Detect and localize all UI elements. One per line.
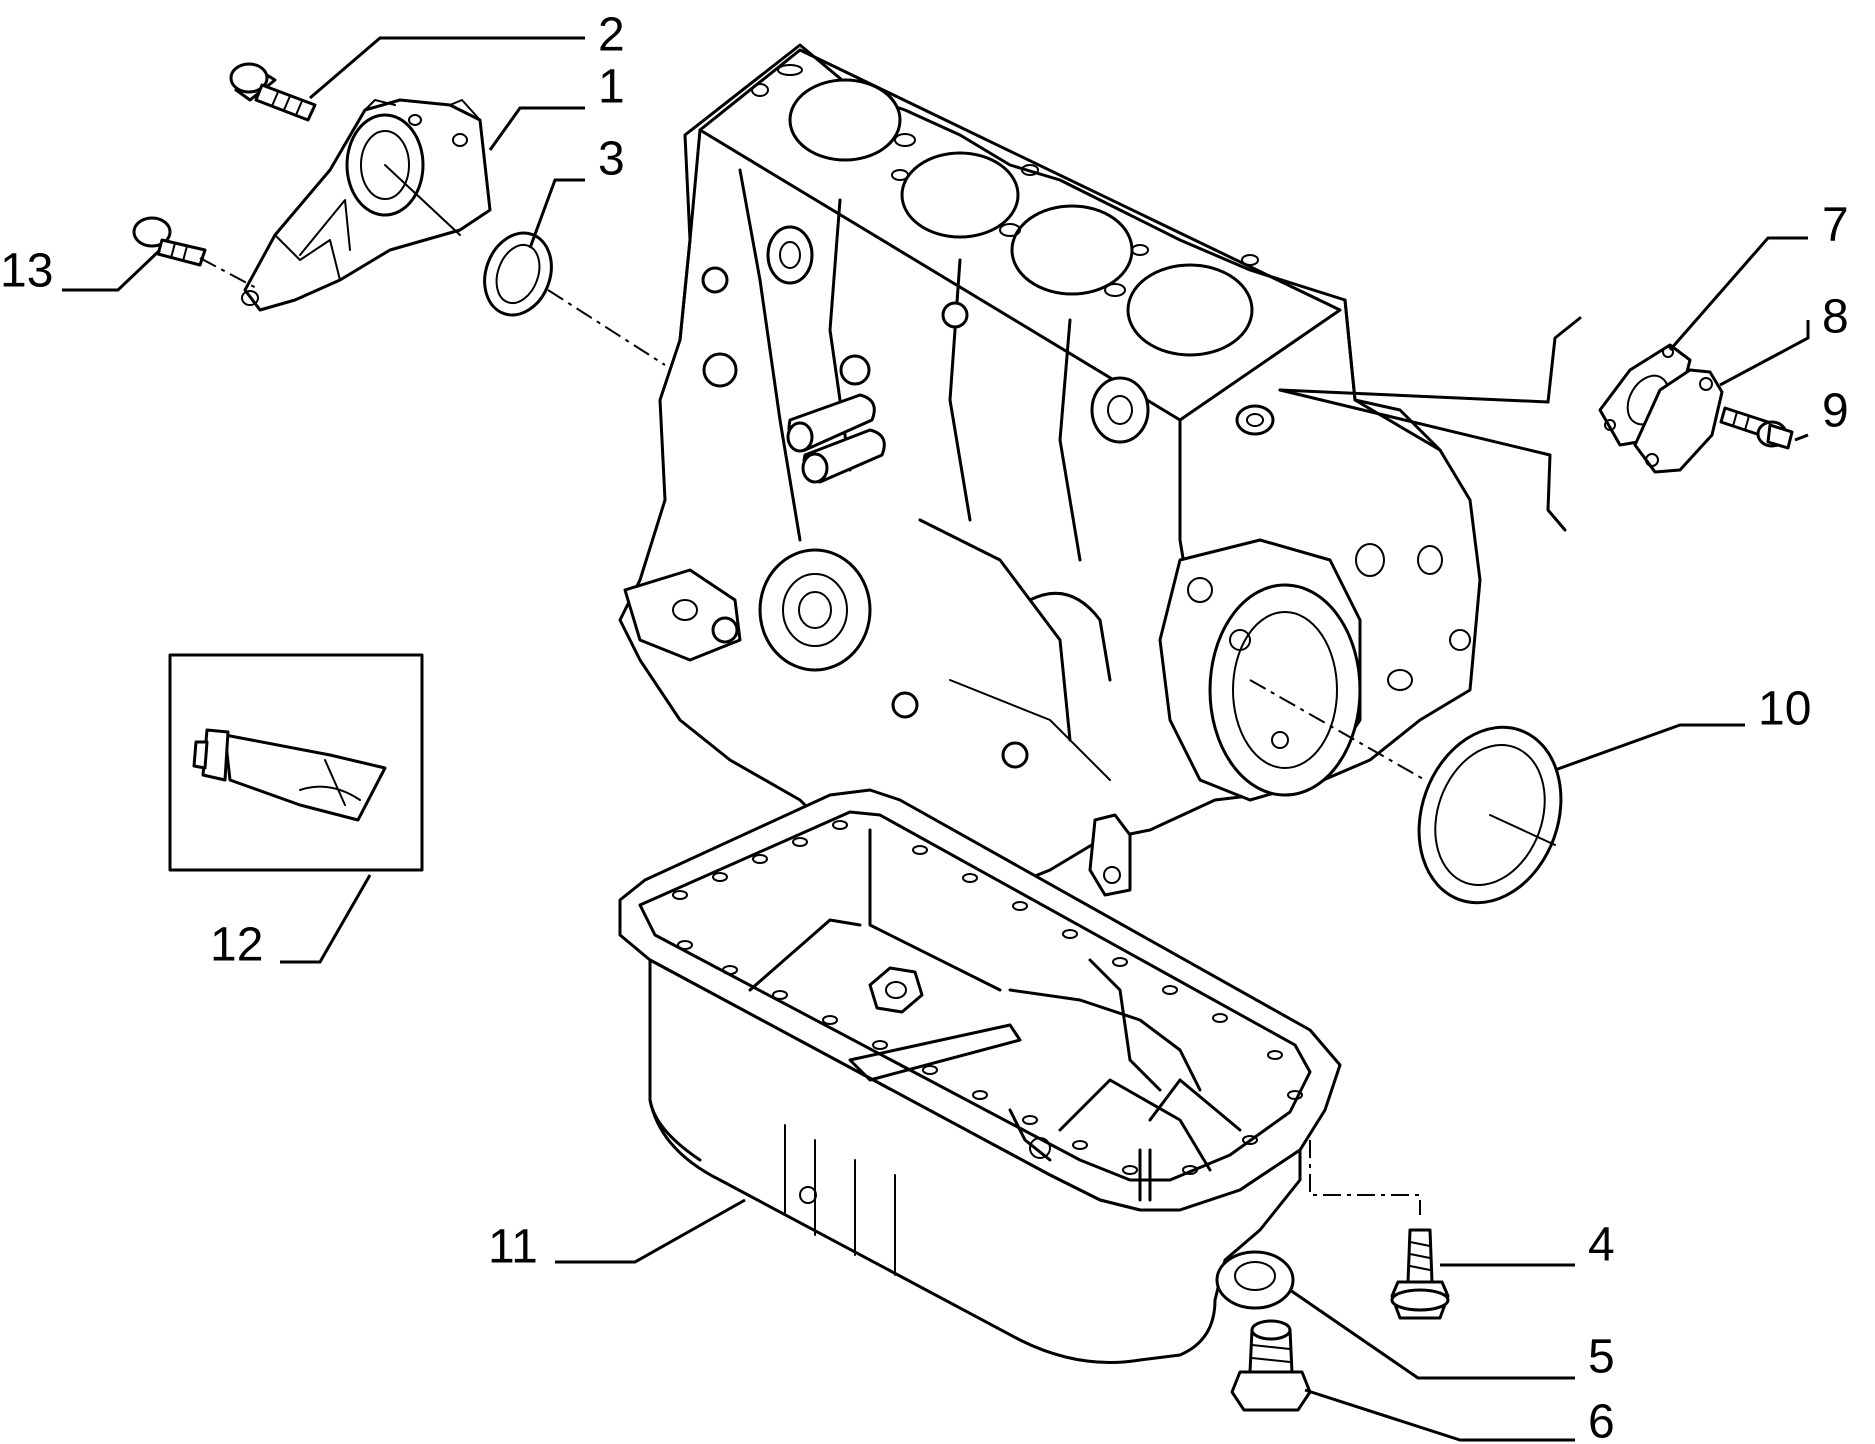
part-9-bolt — [1719, 406, 1794, 450]
callout-1: 1 — [598, 61, 625, 114]
part-6-drain-plug — [1230, 1319, 1312, 1412]
part-4-bolt — [1309, 1140, 1450, 1320]
part-2-bolt — [229, 62, 317, 122]
callout-6: 6 — [1588, 1396, 1615, 1444]
part-10-rear-main-seal — [1249, 679, 1563, 905]
callout-10: 10 — [1758, 683, 1811, 736]
part-3-seal-ring — [483, 231, 666, 366]
part-11-oil-sump — [618, 788, 1342, 1364]
part-5-drain-washer — [1215, 1250, 1295, 1310]
engine-block — [618, 43, 1482, 902]
callout-4: 4 — [1588, 1219, 1615, 1272]
callout-labels: 2 1 3 13 7 8 9 10 12 11 4 5 6 — [0, 9, 1849, 1444]
part-13-bolt — [132, 216, 261, 291]
callout-2: 2 — [598, 9, 625, 62]
callout-9: 9 — [1822, 385, 1849, 438]
callout-3: 3 — [598, 133, 625, 186]
callout-13: 13 — [0, 245, 53, 298]
callout-12: 12 — [210, 919, 263, 972]
leader-lines — [62, 36, 1810, 1442]
callout-11: 11 — [488, 1221, 538, 1274]
callout-7: 7 — [1822, 199, 1849, 252]
callout-5: 5 — [1588, 1331, 1615, 1384]
part-8-cover-plate — [1633, 368, 1724, 474]
callout-8: 8 — [1822, 291, 1849, 344]
part-1-seal-carrier — [241, 98, 492, 312]
part-12-sealant-tube — [168, 653, 424, 872]
